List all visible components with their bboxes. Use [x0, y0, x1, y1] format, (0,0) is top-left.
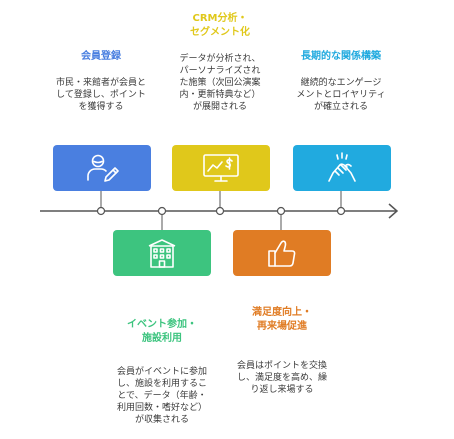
timeline-node-1	[96, 206, 106, 216]
timeline-node-2	[157, 206, 167, 216]
user-edit-icon	[87, 154, 119, 182]
step-2-card	[113, 230, 211, 276]
step-3-card	[172, 145, 270, 191]
step-5-title: 長期的な関係構築	[301, 51, 381, 62]
step-4-title: 満足度向上・ 再来場促進	[252, 307, 312, 332]
building-icon	[148, 239, 176, 268]
step-5-description: 継続的なエンゲージ メントとロイヤリティ が確立される	[296, 78, 386, 112]
step-1-card	[53, 145, 151, 191]
step-5-card	[293, 145, 391, 191]
timeline-node-4	[276, 206, 286, 216]
timeline-arrowhead	[388, 203, 399, 219]
step-1-description: 市民・来館者が会員と して登録し、ポイント を獲得する	[55, 78, 146, 112]
step-4-description: 会員はポイントを交換 し、満足度を高め、繰 り返し来場する	[236, 361, 327, 395]
step-4-card	[233, 230, 331, 276]
step-3-title: CRM分析・ セグメント化	[190, 13, 250, 38]
step-2-title: イベント参加・ 施設利用	[127, 319, 197, 344]
step-1-title: 会員登録	[81, 51, 121, 62]
handshake-icon	[328, 152, 356, 182]
timeline-node-5	[336, 206, 346, 216]
timeline-node-3	[215, 206, 225, 216]
step-3-description: データが分析され、 パーソナライズされ た施策（次回公演案 内・更新特典など） …	[179, 54, 261, 112]
monitor-dollar-icon	[203, 154, 239, 182]
step-2-description: 会員がイベントに参加 し、施設を利用するこ とで、データ（年齢・ 利用回数・嗜好…	[116, 367, 207, 425]
thumbs-up-icon	[268, 240, 296, 267]
